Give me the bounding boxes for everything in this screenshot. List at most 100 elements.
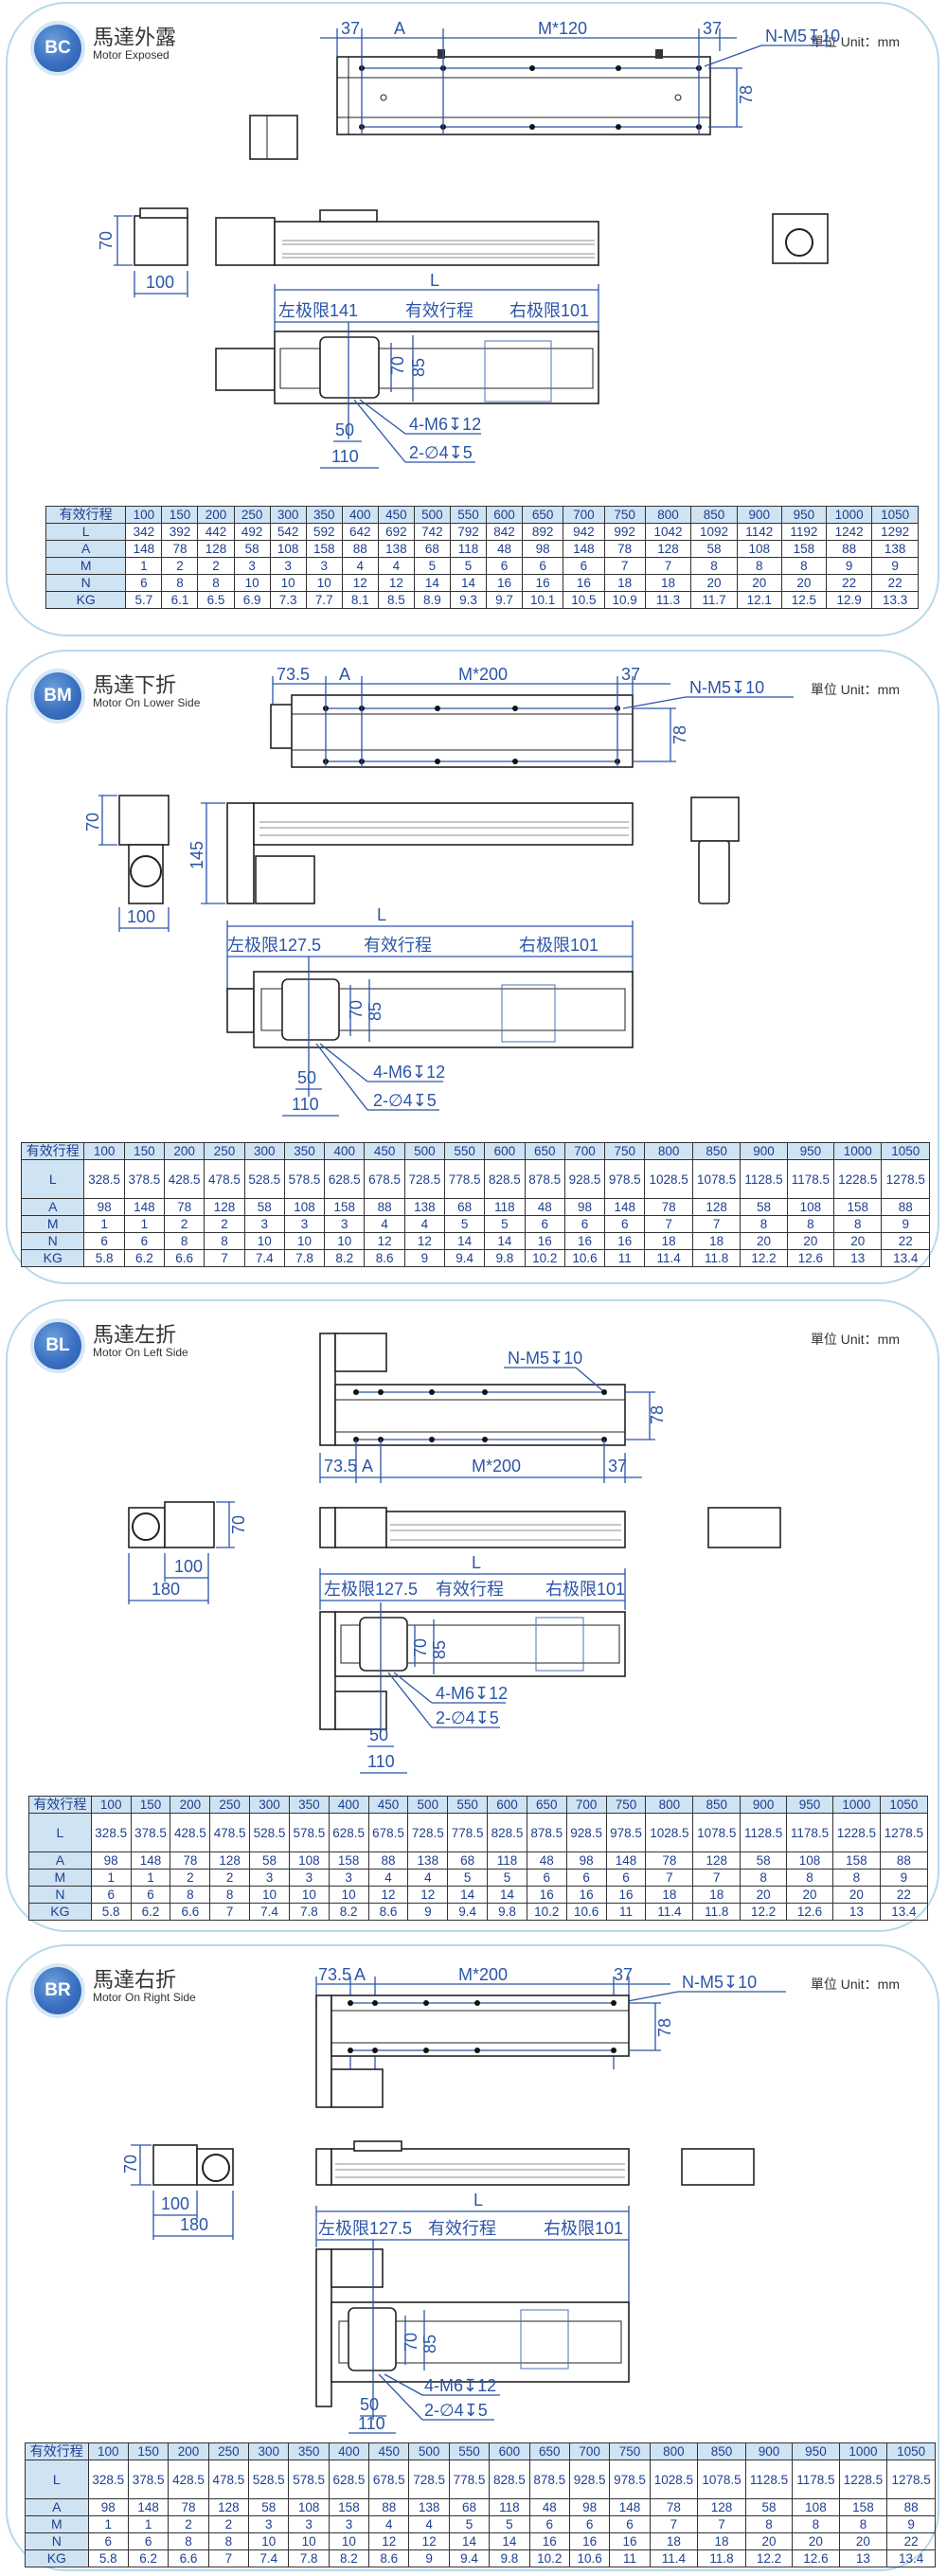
- table-cell: 578.5: [288, 2460, 330, 2499]
- table-cell: 1028.5: [645, 1813, 694, 1852]
- table-cell: 6: [568, 2515, 611, 2533]
- table-cell: 950: [780, 506, 827, 524]
- table-cell: 1178.5: [786, 1159, 835, 1199]
- table-cell: 692: [377, 523, 415, 541]
- table-cell: 300: [269, 506, 307, 524]
- dim-carriage-110: 110: [292, 1095, 319, 1114]
- dim-side-h: 70: [97, 231, 116, 250]
- table-cell: 9: [881, 1215, 930, 1233]
- table-cell: 950: [786, 1796, 833, 1814]
- table-cell: 5: [413, 557, 451, 575]
- dim-right-limit: 右极限101: [545, 1580, 625, 1599]
- table-cell: 800: [649, 2442, 699, 2460]
- badge-bl: BL: [34, 1322, 81, 1369]
- table-cell: 18: [691, 1232, 742, 1250]
- table-cell: 78: [168, 2498, 209, 2516]
- dim-tap: N-M5↧10: [689, 678, 764, 697]
- table-cell: 2: [197, 557, 235, 575]
- table-cell: 900: [736, 506, 782, 524]
- table-cell: 12: [407, 1886, 449, 1904]
- unit-label: 單位 Unit：mm: [810, 1332, 900, 1347]
- table-cell: 4: [408, 2515, 450, 2533]
- table-cell: 378.5: [123, 1159, 166, 1199]
- table-cell: 118: [487, 1852, 527, 1869]
- table-cell: 11: [604, 1249, 646, 1267]
- table-cell: 6: [524, 1215, 565, 1233]
- table-cell: 20: [792, 2532, 840, 2550]
- table-cell: 13.4: [886, 2549, 936, 2567]
- table-cell: 20: [833, 1232, 883, 1250]
- section-title-zh: 馬達下折: [93, 674, 177, 698]
- row-label: 有效行程: [20, 1142, 85, 1160]
- table-cell: 13.3: [871, 591, 919, 609]
- table-cell: 1: [130, 1869, 171, 1887]
- table-cell: 3: [288, 2515, 330, 2533]
- dim-side-total: 180: [152, 1580, 180, 1599]
- table-cell: 10.9: [603, 591, 646, 609]
- table-cell: 14: [448, 2532, 491, 2550]
- table-cell: 550: [449, 506, 487, 524]
- side-view: 145: [188, 802, 634, 904]
- table-cell: 892: [522, 523, 564, 541]
- table-cell: 8: [786, 1869, 833, 1887]
- dim-stroke: 有效行程: [405, 301, 474, 320]
- table-cell: 350: [283, 1142, 326, 1160]
- table-cell: 118: [489, 2498, 530, 2516]
- table-cell: 128: [209, 1852, 251, 1869]
- table-cell: 478.5: [209, 1813, 251, 1852]
- dim-pitch: M*200: [458, 665, 508, 684]
- table-cell: 4: [377, 557, 415, 575]
- dim-m6: 4-M6↧12: [424, 2376, 496, 2395]
- table-cell: 1142: [736, 523, 782, 541]
- row-label: 有效行程: [25, 2442, 89, 2460]
- table-cell: 5: [489, 2515, 530, 2533]
- table-cell: 5: [443, 1215, 486, 1233]
- table-cell: 1078.5: [697, 2460, 746, 2499]
- table-cell: 1278.5: [886, 2460, 936, 2499]
- table-cell: 1042: [644, 523, 692, 541]
- table-cell: 58: [233, 540, 271, 558]
- table-cell: 4: [341, 557, 379, 575]
- table-cell: 128: [197, 540, 235, 558]
- table-cell: 58: [249, 1852, 290, 1869]
- table-cell: 3: [269, 557, 307, 575]
- table-cell: 628.5: [328, 1813, 369, 1852]
- table-cell: 478.5: [204, 1159, 245, 1199]
- table-cell: 18: [692, 1886, 742, 1904]
- table-cell: 8.6: [367, 1903, 409, 1921]
- dim-length: L: [474, 2191, 483, 2209]
- dim-tap: N-M5↧10: [765, 27, 840, 45]
- table-cell: 22: [825, 574, 873, 592]
- table-cell: 5.8: [83, 1249, 125, 1267]
- table-cell: 9.4: [443, 1249, 486, 1267]
- table-cell: 78: [170, 1852, 211, 1869]
- dim-carriage-85: 85: [409, 358, 428, 377]
- table-cell: 1228.5: [831, 1813, 881, 1852]
- dim-carriage-110: 110: [331, 447, 359, 466]
- end-view-left: 70 100 180: [128, 1501, 248, 1604]
- row-label: KG: [28, 1903, 92, 1921]
- table-cell: 428.5: [170, 1813, 211, 1852]
- table-cell: 542: [269, 523, 307, 541]
- table-cell: 942: [563, 523, 605, 541]
- table-cell: 7: [644, 557, 692, 575]
- table-cell: 7.4: [248, 2549, 290, 2567]
- table-cell: 528.5: [248, 2460, 290, 2499]
- badge-br: BR: [34, 1967, 81, 2014]
- dim-right-offset: 37: [608, 1457, 627, 1476]
- table-cell: 10: [288, 2532, 330, 2550]
- table-cell: 9: [825, 557, 873, 575]
- dim-right-limit: 右极限101: [544, 2219, 623, 2238]
- dim-tap: N-M5↧10: [508, 1349, 582, 1368]
- row-label: M: [25, 2515, 89, 2533]
- table-cell: 11.3: [644, 591, 692, 609]
- top-view: 73.5 A M*200 37 N-M5↧10 78: [270, 665, 794, 768]
- table-cell: 12: [377, 574, 415, 592]
- row-label: A: [28, 1852, 92, 1869]
- table-cell: 400: [328, 1796, 369, 1814]
- table-cell: 8.6: [368, 2549, 410, 2567]
- table-cell: 700: [565, 1796, 607, 1814]
- table-cell: 9.8: [489, 2549, 530, 2567]
